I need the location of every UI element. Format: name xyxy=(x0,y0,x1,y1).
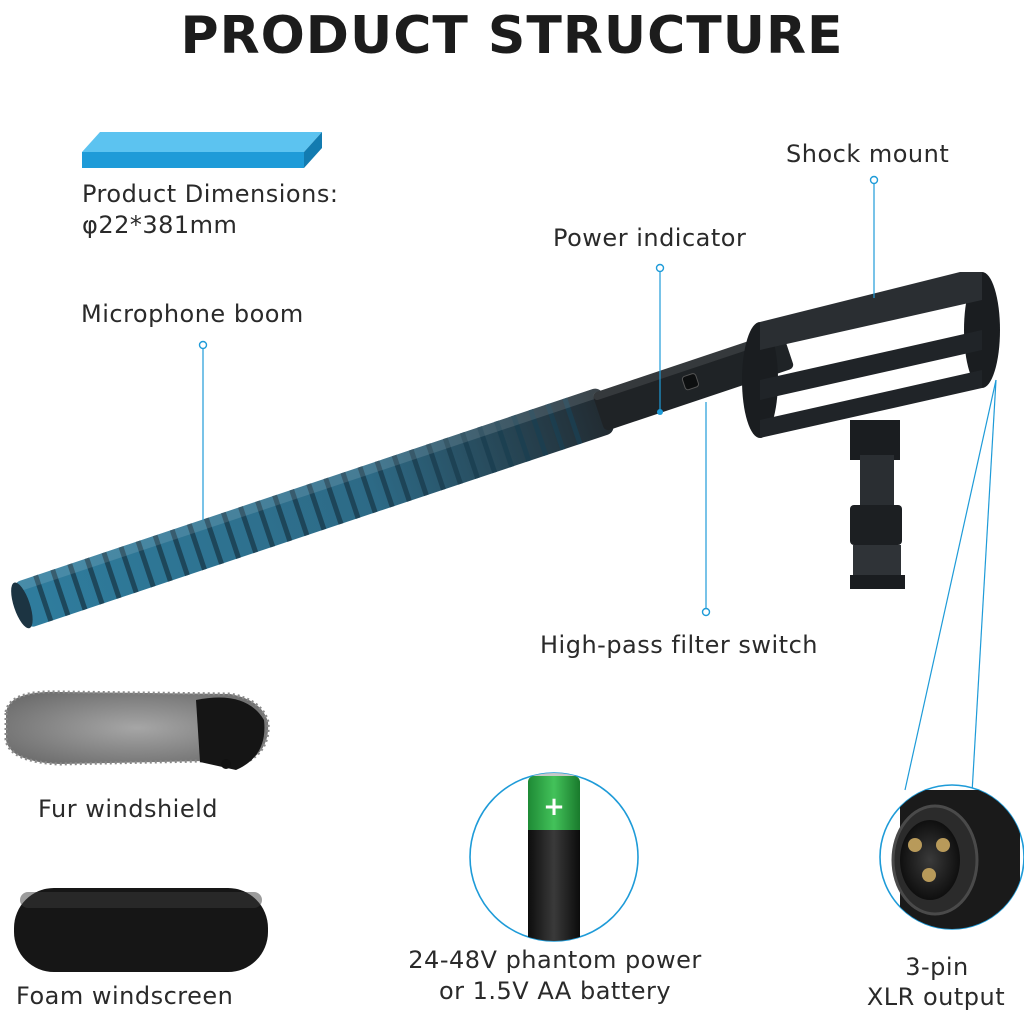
shock-mount-label: Shock mount xyxy=(786,140,950,168)
shock-mount xyxy=(742,272,1000,589)
microphone-boom-label: Microphone boom xyxy=(81,300,304,328)
callout-dots xyxy=(198,175,879,617)
dimensions-swatch xyxy=(82,130,322,170)
dimension-box-icon xyxy=(82,132,322,168)
svg-text:+: + xyxy=(543,792,565,822)
page-title: PRODUCT STRUCTURE xyxy=(180,6,844,66)
dimensions-label: Product Dimensions: xyxy=(82,180,339,208)
foam-windscreen-image xyxy=(14,888,268,972)
battery-zoom: + xyxy=(469,772,639,942)
xlr-line1: 3-pin xyxy=(905,953,969,981)
power-indicator-label: Power indicator xyxy=(553,224,747,252)
xlr-line2: XLR output xyxy=(866,983,1006,1011)
power-line1: 24-48V phantom power xyxy=(408,946,702,974)
microphone xyxy=(11,272,1000,629)
xlr-zoom xyxy=(879,784,1024,930)
callout-lines xyxy=(202,180,997,794)
dimensions-value: φ22*381mm xyxy=(82,211,238,239)
hpf-switch-label: High-pass filter switch xyxy=(540,631,818,659)
foam-windscreen-label: Foam windscreen xyxy=(16,982,234,1010)
power-line2: or 1.5V AA battery xyxy=(438,977,672,1005)
fur-windshield-image xyxy=(4,690,270,770)
fur-windshield-label: Fur windshield xyxy=(38,795,218,823)
